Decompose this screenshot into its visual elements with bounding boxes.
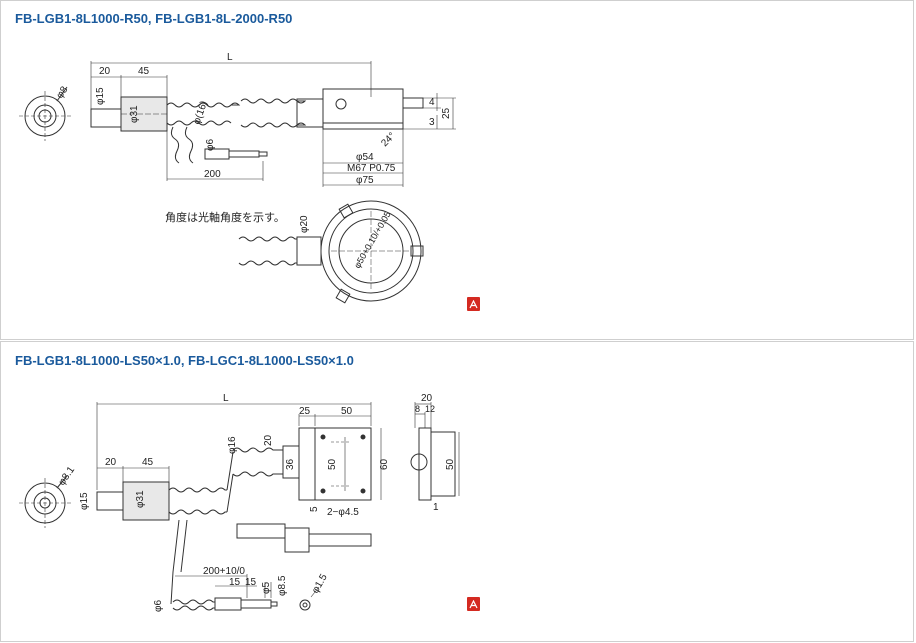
dim-phi6: φ6: [153, 600, 164, 612]
dim-5: 5: [309, 506, 320, 512]
ls50-dimension-lines: [96, 402, 460, 598]
dim-15b: 15: [245, 577, 257, 588]
product-panel-ls50: FB-LGB1-8L1000-LS50×1.0, FB-LGC1-8L1000-…: [0, 341, 914, 642]
dim-20: 20: [99, 66, 111, 77]
r50-dimension-drawing: L 20 45 φ8 φ15 φ31 φ(16) φ6 200 φ54 M67 …: [19, 52, 456, 304]
dim-phi20: φ20: [299, 215, 310, 233]
dim-phi8: φ8: [54, 84, 70, 101]
dim-50-v: 50: [327, 458, 338, 470]
angle-note: 角度は光軸角度を示す。: [165, 211, 285, 224]
dim-phi6: φ6: [205, 139, 216, 151]
dim-phi8-1: φ8.1: [56, 464, 77, 487]
dim-50-right: 50: [445, 458, 456, 470]
dim-200: 200: [204, 169, 221, 180]
dim-45: 45: [142, 457, 154, 468]
dim-m67: M67 P0.75: [347, 163, 396, 174]
r50-dial-view: [238, 200, 424, 304]
dim-1: 1: [433, 502, 439, 513]
r50-guide-body: [90, 88, 424, 164]
dim-200: 200+10/0: [203, 566, 245, 577]
pdf-icon[interactable]: [467, 597, 480, 611]
dim-angle-24: 24°: [379, 131, 397, 149]
dim-phi31: φ31: [129, 105, 140, 123]
dim-L: L: [227, 52, 233, 63]
dim-phi5: φ5: [261, 582, 272, 594]
dim-8: 8: [415, 404, 420, 414]
dim-phi1-5: φ1.5: [310, 572, 330, 596]
dim-20-v: 20: [263, 434, 274, 446]
dim-3: 3: [429, 117, 435, 128]
dim-45: 45: [138, 66, 150, 77]
ls50-dimension-drawing: L 25 50 20 8 12 φ16 20 36 50 60 50 φ8.1 …: [19, 393, 460, 612]
dim-phi31: φ31: [135, 490, 146, 508]
r50-end-view: [19, 86, 71, 141]
panel-title: FB-LGB1-8L1000-R50, FB-LGB1-8L-2000-R50: [15, 11, 293, 26]
pdf-icon[interactable]: [467, 297, 480, 311]
dim-phi8-5: φ8.5: [277, 575, 288, 596]
ls50-guide-body: [96, 427, 456, 611]
dim-phi75: φ75: [356, 175, 374, 186]
dim-15a: 15: [229, 577, 241, 588]
pdf-glyph: [469, 299, 478, 308]
dim-phi15: φ15: [79, 492, 90, 510]
dim-50: 50: [341, 406, 353, 417]
r50-dimension-lines: [90, 61, 456, 187]
dim-25: 25: [441, 107, 452, 119]
dim-phi15: φ15: [95, 87, 106, 105]
dim-36: 36: [285, 458, 296, 470]
dim-12: 12: [425, 404, 435, 414]
dim-L: L: [223, 393, 229, 404]
dim-holes: 2−φ4.5: [327, 507, 359, 518]
panel-title: FB-LGB1-8L1000-LS50×1.0, FB-LGC1-8L1000-…: [15, 353, 354, 368]
dim-4: 4: [429, 97, 435, 108]
dim-phi16: φ16: [227, 436, 238, 454]
pdf-glyph: [469, 599, 478, 608]
dim-20-right: 20: [421, 393, 433, 404]
dim-20-left: 20: [105, 457, 117, 468]
dim-60: 60: [379, 458, 390, 470]
dim-phi54: φ54: [356, 152, 374, 163]
dim-25: 25: [299, 406, 311, 417]
product-panel-r50: FB-LGB1-8L1000-R50, FB-LGB1-8L-2000-R50: [0, 0, 914, 340]
ls50-end-view: [19, 475, 71, 528]
